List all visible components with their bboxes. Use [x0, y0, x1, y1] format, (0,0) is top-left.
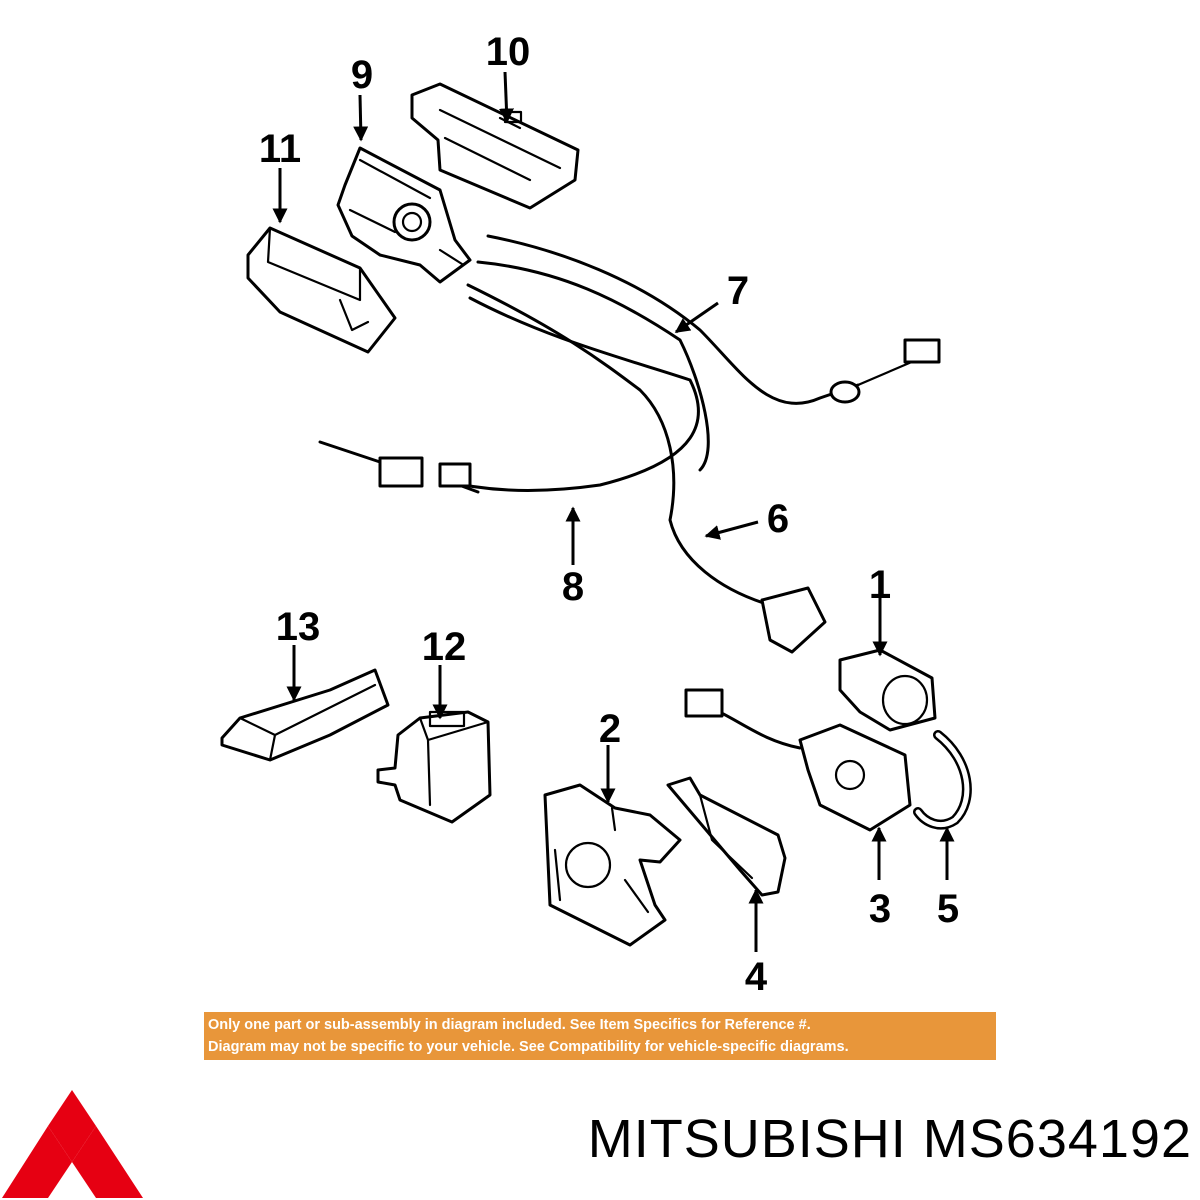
disclaimer-line-1: Only one part or sub-assembly in diagram… — [208, 1017, 811, 1033]
part-4-bracket — [666, 776, 787, 897]
callout-9: 9 — [351, 53, 373, 97]
callout-13: 13 — [276, 605, 321, 649]
part-13-bracket — [220, 668, 390, 762]
callout-11: 11 — [259, 127, 301, 171]
callout-5: 5 — [937, 887, 959, 931]
part-12-module — [376, 710, 492, 824]
logo-diamond-right — [72, 1126, 143, 1198]
callout-4: 4 — [745, 955, 768, 999]
callout-3: 3 — [869, 887, 891, 931]
brand-name: MITSUBISHI — [587, 1109, 907, 1169]
callout-6: 6 — [767, 497, 789, 541]
part-title: MITSUBISHI MS634192 — [480, 1108, 1192, 1170]
part-11-cover-box — [246, 226, 397, 354]
cable-assemblies — [318, 234, 941, 654]
logo-diamond-left — [2, 1126, 72, 1198]
callout-2: 2 — [599, 707, 621, 751]
mitsubishi-logo-icon — [2, 1090, 143, 1198]
leader-lines — [272, 71, 955, 952]
part-number: MS634192 — [922, 1109, 1192, 1169]
part-2-lock-body — [543, 783, 682, 947]
part-3-actuator — [684, 688, 912, 832]
part-1-switch — [838, 648, 937, 732]
part-9-actuator — [336, 146, 472, 284]
callout-1: 1 — [869, 563, 891, 607]
disclaimer-line-2: Diagram may not be specific to your vehi… — [208, 1039, 849, 1055]
callout-8: 8 — [562, 565, 584, 609]
callout-12: 12 — [422, 625, 467, 669]
callout-10: 10 — [486, 30, 531, 74]
disclaimer-banner: Only one part or sub-assembly in diagram… — [204, 1012, 996, 1060]
callout-7: 7 — [727, 269, 749, 313]
